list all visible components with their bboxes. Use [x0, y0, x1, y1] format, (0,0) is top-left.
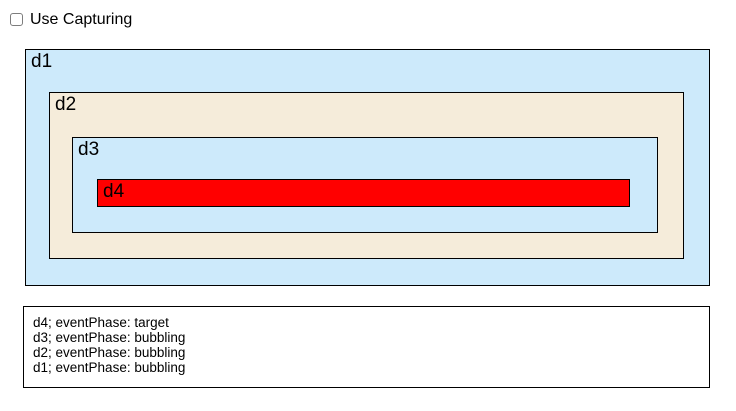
log-line: d3; eventPhase: bubbling [33, 330, 186, 345]
use-capturing-checkbox[interactable] [10, 13, 23, 26]
box-d1[interactable]: d1 d2 d3 d4 [25, 49, 710, 286]
box-d2[interactable]: d2 d3 d4 [49, 92, 684, 259]
box-d3-label: d3 [78, 139, 100, 160]
use-capturing-control[interactable]: Use Capturing [10, 10, 132, 29]
box-d2-label: d2 [55, 94, 77, 115]
box-d1-label: d1 [31, 51, 53, 72]
box-d3[interactable]: d3 d4 [72, 137, 658, 233]
log-line: d4; eventPhase: target [33, 315, 169, 330]
box-d4-label: d4 [103, 181, 125, 202]
log-line: d2; eventPhase: bubbling [33, 345, 186, 360]
event-log: d4; eventPhase: target d3; eventPhase: b… [23, 306, 710, 388]
use-capturing-label[interactable]: Use Capturing [30, 11, 133, 28]
log-line: d1; eventPhase: bubbling [33, 360, 186, 375]
box-d4[interactable]: d4 [97, 179, 630, 207]
